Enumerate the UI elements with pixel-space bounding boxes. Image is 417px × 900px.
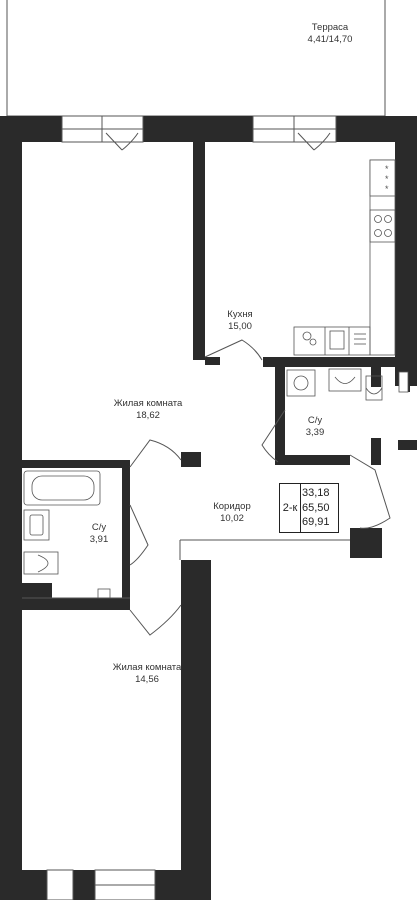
room-area: 10,02 <box>220 513 244 524</box>
partition-lines <box>22 539 350 599</box>
windows <box>46 115 337 900</box>
svg-text:*: * <box>385 164 389 174</box>
room-count: 2-к <box>280 484 301 532</box>
living-area: 33,18 <box>302 487 330 499</box>
room-label-living-2: Жилая комната 14,56 <box>113 662 182 686</box>
room-name: Кухня <box>227 309 253 320</box>
total-area: 65,50 <box>302 501 330 514</box>
room-area: 14,56 <box>135 674 159 685</box>
room-label-kitchen: Кухня 15,00 <box>227 309 252 333</box>
doors <box>105 132 391 636</box>
kitchen-fixtures: * * * <box>293 159 396 356</box>
room-area: 4,41/14,70 <box>307 34 353 45</box>
room-name: Жилая комната <box>112 662 182 673</box>
room-area: 15,00 <box>228 321 252 332</box>
interior-walls <box>22 142 410 610</box>
room-name: Жилая комната <box>113 398 183 409</box>
svg-text:*: * <box>385 184 389 194</box>
room-label-living-1: Жилая комната 18,62 <box>114 398 183 422</box>
room-area: 18,62 <box>136 410 160 421</box>
bathroom-1-fixtures <box>286 368 409 401</box>
room-label-bath-1: С/у 3,39 <box>306 415 325 439</box>
room-label-terrace: Терраса 4,41/14,70 <box>308 22 353 46</box>
room-area: 3,91 <box>89 534 109 545</box>
room-label-bath-2: С/у 3,91 <box>90 522 109 546</box>
room-name: С/у <box>91 522 107 533</box>
terrace-outline <box>6 0 386 117</box>
room-label-corridor: Коридор 10,02 <box>213 501 251 525</box>
area-values: 33,18 65,50 69,91 <box>302 486 330 530</box>
room-area: 3,39 <box>305 427 325 438</box>
room-name: Терраса <box>311 22 349 33</box>
outer-walls <box>0 116 417 900</box>
room-name: Коридор <box>213 501 251 512</box>
room-name: С/у <box>307 415 323 426</box>
svg-text:*: * <box>385 174 389 184</box>
total-area-with-terrace: 69,91 <box>302 516 330 528</box>
bathroom-2-fixtures <box>23 470 111 599</box>
area-summary: 2-к 33,18 65,50 69,91 <box>279 483 339 533</box>
